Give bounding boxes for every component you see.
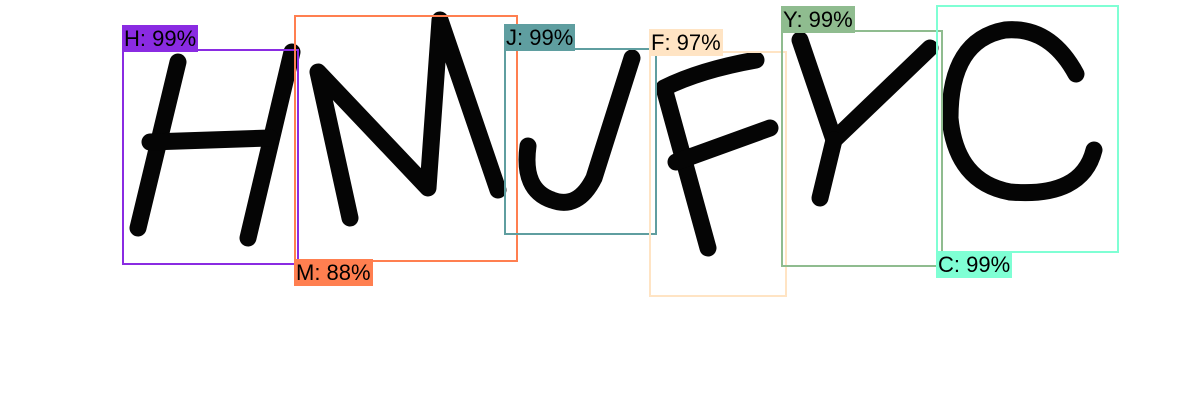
detection-label-y: Y: 99% [781, 6, 855, 33]
bounding-box-h [122, 49, 299, 265]
detection-label-h: H: 99% [122, 25, 199, 52]
glyph-c [941, 21, 1103, 202]
bounding-box-y [781, 30, 943, 267]
glyph-j [518, 49, 641, 211]
detection-label-c: C: 99% [936, 251, 1013, 278]
glyph-y [791, 31, 939, 207]
detection-label-j: J: 99% [504, 24, 576, 51]
glyph-h [129, 43, 301, 247]
bounding-box-f [649, 51, 787, 297]
bounding-box-m [294, 15, 518, 262]
glyph-m [309, 11, 507, 227]
detection-label-m: M: 88% [294, 259, 373, 286]
bounding-box-j [504, 48, 657, 235]
bounding-box-c [936, 5, 1119, 253]
glyph-f [655, 51, 779, 257]
detection-label-f: F: 97% [649, 29, 723, 56]
